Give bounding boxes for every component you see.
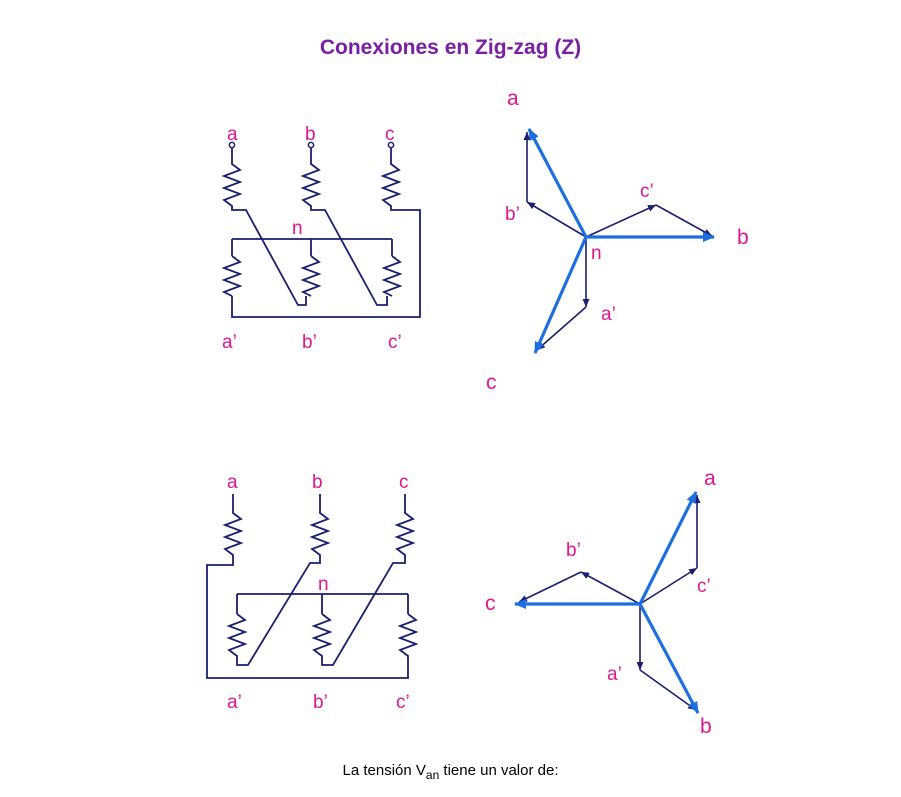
phasor-b-prime-1 bbox=[526, 201, 587, 238]
neutral-label-1: n bbox=[292, 218, 303, 239]
terminal-c-prime-label-2: c’ bbox=[396, 692, 410, 713]
phasor-b-2 bbox=[638, 603, 700, 714]
neutral-bar-2 bbox=[236, 593, 409, 614]
phasor-label-c-prime-1: c’ bbox=[640, 181, 654, 202]
phasor-a-2 bbox=[638, 491, 698, 605]
terminal-a-prime-label-2: a’ bbox=[227, 692, 242, 713]
terminal-a-label-2: a bbox=[227, 472, 238, 493]
phasor-c-1 bbox=[533, 236, 588, 354]
phasor-label-b-1: b bbox=[737, 226, 749, 249]
caption-subscript: an bbox=[425, 768, 440, 782]
terminal-a-label: a bbox=[227, 124, 238, 145]
phasor-label-c-prime-2: c’ bbox=[697, 576, 711, 597]
terminal-b-label-2: b bbox=[312, 472, 323, 493]
schematic-1: a b c n a’ b’ c’ bbox=[221, 124, 421, 353]
coil-a-upper-2 bbox=[206, 494, 409, 679]
phasor-c-extension-2 bbox=[518, 571, 582, 603]
coil-c-lower-2 bbox=[397, 613, 419, 660]
coil-b-upper bbox=[300, 148, 388, 306]
coil-b-lower-2 bbox=[311, 613, 333, 660]
schematic-2: a b c n a’ b’ c’ bbox=[206, 472, 419, 713]
coil-c-lower bbox=[381, 255, 403, 297]
phasor-a-1 bbox=[527, 128, 588, 238]
coil-a-upper bbox=[221, 148, 307, 306]
terminal-c-label: c bbox=[385, 124, 395, 145]
caption-prefix: La tensión V bbox=[342, 762, 426, 779]
terminal-a-dot bbox=[228, 141, 236, 149]
phasor-b-extension-2 bbox=[639, 669, 697, 711]
phasor-c-prime-2 bbox=[639, 567, 698, 605]
phasor-label-n-1: n bbox=[591, 243, 602, 264]
terminal-b-dot bbox=[307, 141, 315, 149]
phasor-label-c-1: c bbox=[486, 371, 497, 394]
page-title: Conexiones en Zig-zag (Z) bbox=[319, 36, 582, 59]
coil-b-lower bbox=[300, 255, 322, 297]
phasor-diagram-1: a b c b’ c’ a’ n bbox=[486, 87, 749, 394]
coil-a-lower bbox=[221, 255, 243, 297]
phasor-label-b-prime-1: b’ bbox=[505, 204, 520, 225]
phasor-c-prime-1 bbox=[585, 204, 657, 238]
phasor-label-b-2: b bbox=[700, 715, 712, 738]
coil-a-lower-2 bbox=[226, 613, 248, 660]
coil-c-upper bbox=[231, 148, 421, 318]
phasor-diagram-2: a b c b’ c’ a’ bbox=[485, 467, 716, 738]
terminal-c-prime-label: c’ bbox=[388, 332, 402, 353]
terminal-c-dot bbox=[387, 141, 395, 149]
terminal-b-prime-label-2: b’ bbox=[313, 692, 328, 713]
phasor-label-a-prime-1: a’ bbox=[601, 304, 616, 325]
phasor-label-a-prime-2: a’ bbox=[607, 664, 622, 685]
terminal-b-prime-label: b’ bbox=[302, 332, 317, 353]
terminal-b-label: b bbox=[305, 124, 316, 145]
coil-b-upper-2 bbox=[236, 494, 331, 666]
caption-suffix: tiene un valor de: bbox=[439, 762, 559, 779]
phasor-label-a-2: a bbox=[704, 467, 716, 490]
terminal-a-prime-label: a’ bbox=[222, 332, 237, 353]
caption: La tensión Van tiene un valor de: bbox=[0, 762, 901, 782]
phasor-c-extension-1 bbox=[536, 306, 587, 351]
coil-c-upper-2 bbox=[321, 494, 416, 666]
neutral-bar-1 bbox=[231, 238, 393, 256]
phasor-label-a-1: a bbox=[507, 87, 519, 110]
phasor-label-b-prime-2: b’ bbox=[566, 540, 581, 561]
neutral-label-2: n bbox=[318, 574, 329, 595]
terminal-c-label-2: c bbox=[399, 472, 409, 493]
phasor-b-extension-1 bbox=[655, 204, 713, 237]
phasor-b-prime-2 bbox=[580, 571, 641, 605]
phasor-label-c-2: c bbox=[485, 592, 496, 615]
